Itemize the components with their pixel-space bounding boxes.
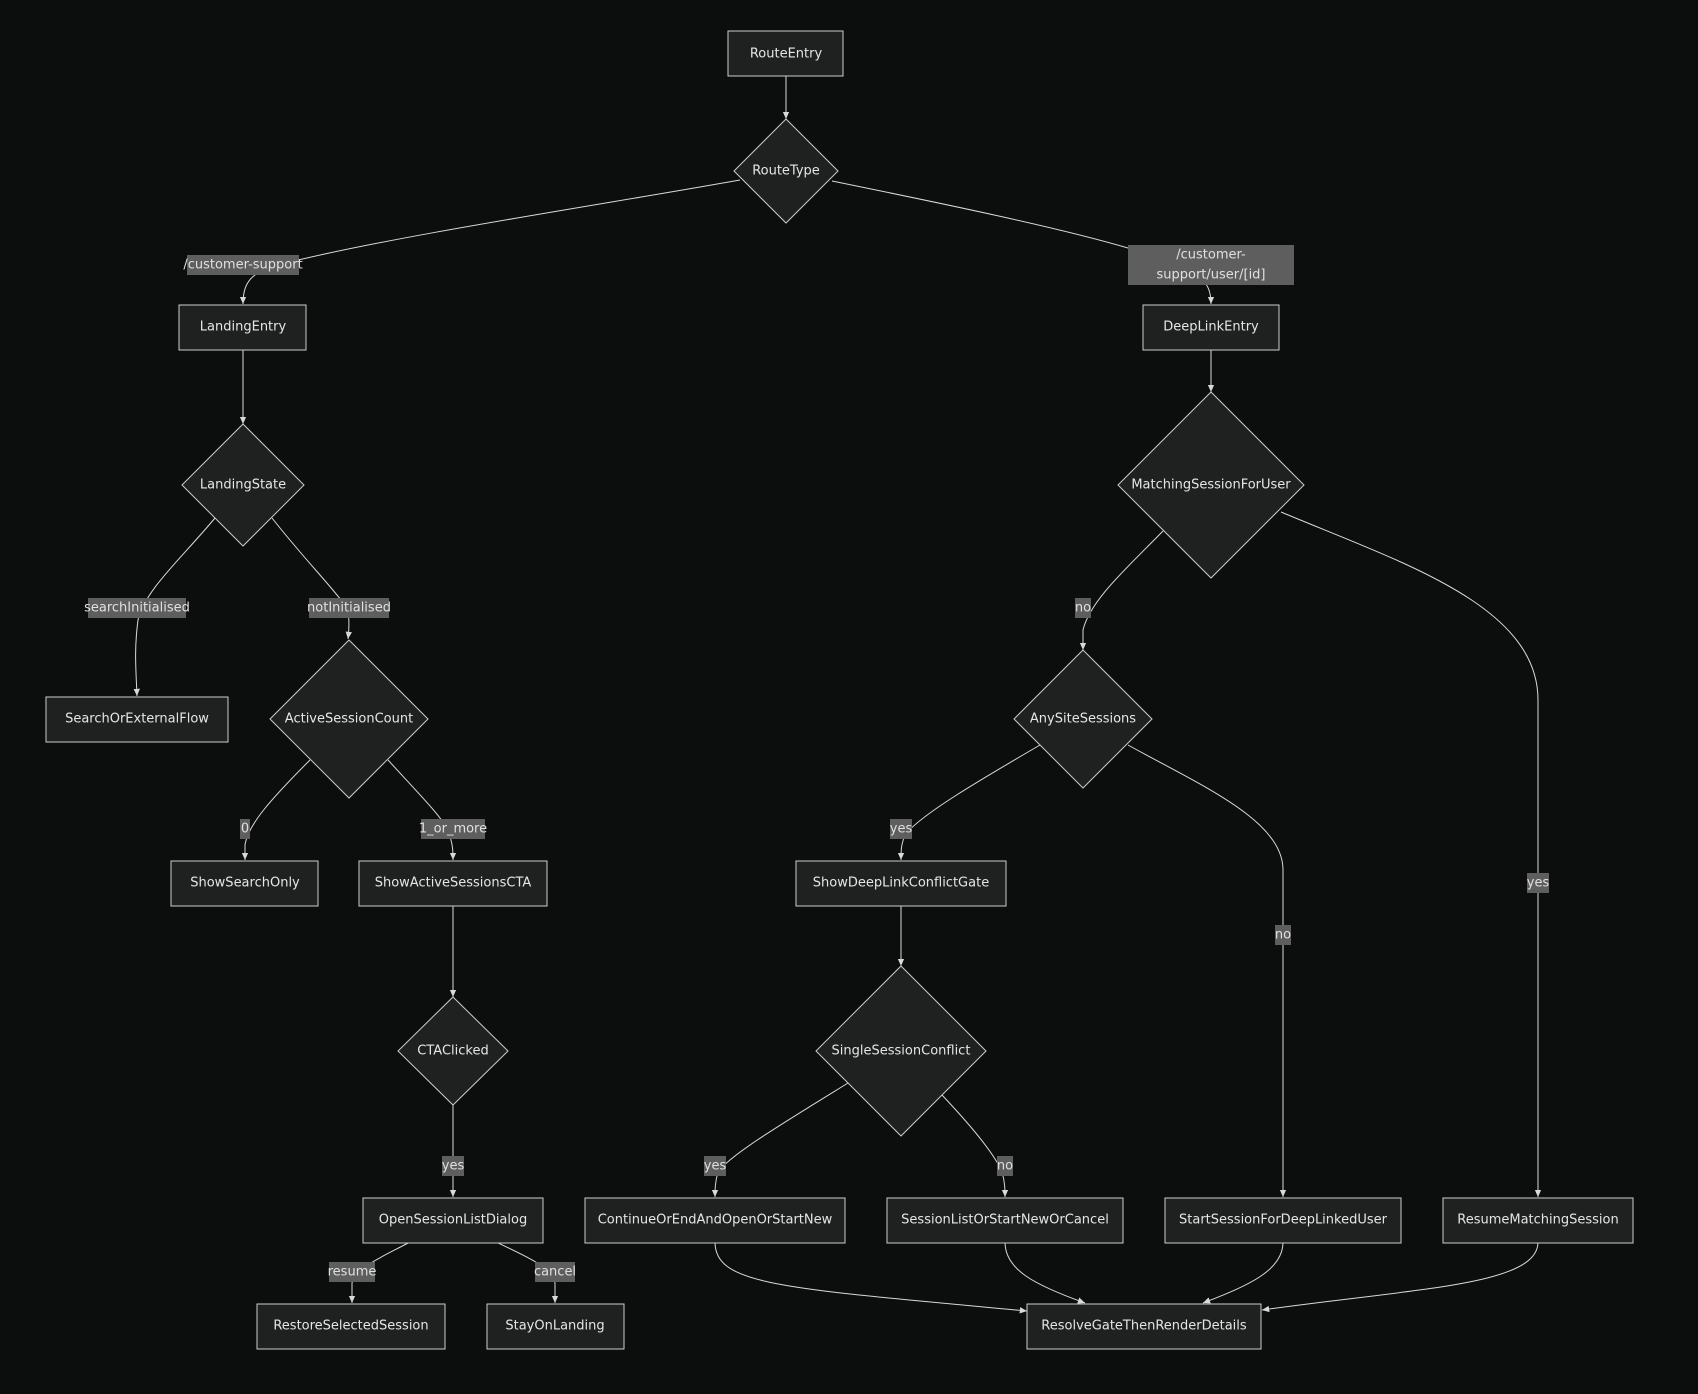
edge-sessionlist-resolve (1004, 1241, 1086, 1304)
decision-cta-clicked: CTAClicked (397, 996, 509, 1106)
edge-label-text: no (1075, 601, 1091, 616)
edge-label-text-line2: support/user/[id] (1156, 268, 1265, 283)
decision-label: ActiveSessionCount (285, 712, 413, 727)
edge-labels: /customer-support /customer- support/use… (84, 245, 1549, 1282)
edge-label-anysite-no: no (1275, 925, 1291, 945)
edge-continue-resolve (714, 1241, 1028, 1314)
node-search-or-external: SearchOrExternalFlow (45, 696, 229, 743)
node-label: RestoreSelectedSession (273, 1319, 428, 1334)
edge-matching-anysite (1079, 530, 1164, 650)
node-label: RouteEntry (750, 47, 823, 62)
edge-label-cancel: cancel (534, 1262, 576, 1282)
edge-label-text: yes (890, 822, 913, 837)
decision-landing-state: LandingState (181, 423, 305, 547)
edge-label-cta-yes: yes (442, 1156, 465, 1176)
edge-label-text: notInitialised (307, 601, 391, 616)
edge-startdeeplink-resolve (1202, 1241, 1284, 1304)
node-label: LandingEntry (200, 320, 287, 335)
edge-label-matching-yes: yes (1527, 873, 1550, 893)
edge-resume-resolve (1261, 1241, 1539, 1313)
edge-activecount-showsearch (241, 759, 311, 860)
edge-label-deep-link-route: /customer- support/user/[id] (1128, 245, 1294, 285)
node-label: StayOnLanding (505, 1319, 604, 1334)
decision-label: SingleSessionConflict (832, 1044, 971, 1059)
edge-label-text: no (1275, 928, 1291, 943)
edge-label-conflict-yes: yes (704, 1156, 727, 1176)
edge-landingstate-activecount (271, 517, 352, 640)
node-resume-matching-session: ResumeMatchingSession (1442, 1197, 1634, 1244)
edge-singleconflict-continue (711, 1082, 849, 1198)
node-show-deep-link-conflict-gate: ShowDeepLinkConflictGate (795, 860, 1007, 907)
node-label: OpenSessionListDialog (379, 1213, 527, 1228)
node-label: ShowSearchOnly (190, 876, 300, 891)
node-label: SearchOrExternalFlow (65, 712, 209, 727)
edge-label-search-initialised: searchInitialised (84, 598, 190, 618)
edge-label-customer-support: /customer-support (183, 255, 303, 275)
node-resolve-gate-then-render-details: ResolveGateThenRenderDetails (1026, 1303, 1262, 1350)
decision-route-type: RouteType (733, 118, 839, 224)
decision-any-site-sessions: AnySiteSessions (1013, 649, 1153, 789)
edge-label-text: yes (442, 1159, 465, 1174)
node-show-active-sessions-cta: ShowActiveSessionsCTA (358, 860, 548, 907)
decision-label: RouteType (752, 164, 820, 179)
decision-label: CTAClicked (417, 1044, 488, 1059)
edge-routetype-landingentry (239, 179, 741, 305)
edge-routetype-deeplinkentry (831, 180, 1215, 305)
edge-anysite-conflictgate (897, 744, 1041, 861)
edge-label-one-or-more: 1_or_more (419, 819, 487, 839)
edge-label-conflict-no: no (997, 1156, 1013, 1176)
node-start-session-for-deep-linked-user: StartSessionForDeepLinkedUser (1164, 1197, 1402, 1244)
decision-single-session-conflict: SingleSessionConflict (815, 965, 987, 1137)
edge-label-matching-no: no (1075, 598, 1091, 618)
node-session-list-or-start-new: SessionListOrStartNewOrCancel (886, 1197, 1124, 1244)
decision-label: AnySiteSessions (1030, 712, 1136, 727)
edge-singleconflict-sessionlist (941, 1094, 1009, 1198)
edge-label-text: cancel (534, 1265, 576, 1280)
edge-label-text: yes (1527, 876, 1550, 891)
edge-label-text: searchInitialised (84, 601, 190, 616)
node-open-session-list-dialog: OpenSessionListDialog (362, 1197, 544, 1244)
edge-label-text: 1_or_more (419, 822, 487, 837)
node-label: ShowDeepLinkConflictGate (813, 876, 989, 891)
node-route-entry: RouteEntry (727, 30, 844, 77)
edge-label-zero: 0 (240, 819, 250, 839)
edge-label-resume: resume (328, 1262, 377, 1282)
node-label: ContinueOrEndAndOpenOrStartNew (598, 1213, 833, 1228)
edge-anysite-startdeeplink (1127, 744, 1287, 1197)
decision-active-session-count: ActiveSessionCount (269, 639, 429, 799)
edge-label-not-initialised: notInitialised (307, 598, 391, 618)
edge-label-text: yes (704, 1159, 727, 1174)
node-label: SessionListOrStartNewOrCancel (901, 1213, 1109, 1228)
edge-label-text: /customer-support (183, 258, 302, 273)
edge-label-text: 0 (241, 822, 249, 837)
node-label: ResolveGateThenRenderDetails (1041, 1319, 1247, 1334)
edge-label-anysite-yes: yes (890, 819, 913, 839)
decision-matching-session: MatchingSessionForUser (1117, 391, 1305, 579)
node-restore-selected-session: RestoreSelectedSession (256, 1303, 446, 1350)
node-continue-or-end: ContinueOrEndAndOpenOrStartNew (584, 1197, 846, 1244)
nodes: RouteEntry RouteType LandingEntry DeepLi… (45, 30, 1634, 1350)
node-label: DeepLinkEntry (1163, 320, 1259, 335)
edge-label-text: resume (328, 1265, 377, 1280)
decision-label: LandingState (200, 478, 286, 493)
edge-activecount-activecta (387, 759, 457, 861)
node-show-search-only: ShowSearchOnly (170, 860, 319, 907)
node-label: ResumeMatchingSession (1457, 1213, 1619, 1228)
node-landing-entry: LandingEntry (178, 304, 307, 351)
node-stay-on-landing: StayOnLanding (486, 1303, 625, 1350)
node-label: StartSessionForDeepLinkedUser (1179, 1213, 1388, 1228)
edge-matching-resume (1280, 511, 1542, 1197)
decision-label: MatchingSessionForUser (1131, 478, 1291, 493)
edge-label-text: no (997, 1159, 1013, 1174)
node-label: ShowActiveSessionsCTA (375, 876, 532, 891)
edge-label-text-line1: /customer- (1176, 248, 1246, 263)
node-deep-link-entry: DeepLinkEntry (1142, 304, 1280, 351)
